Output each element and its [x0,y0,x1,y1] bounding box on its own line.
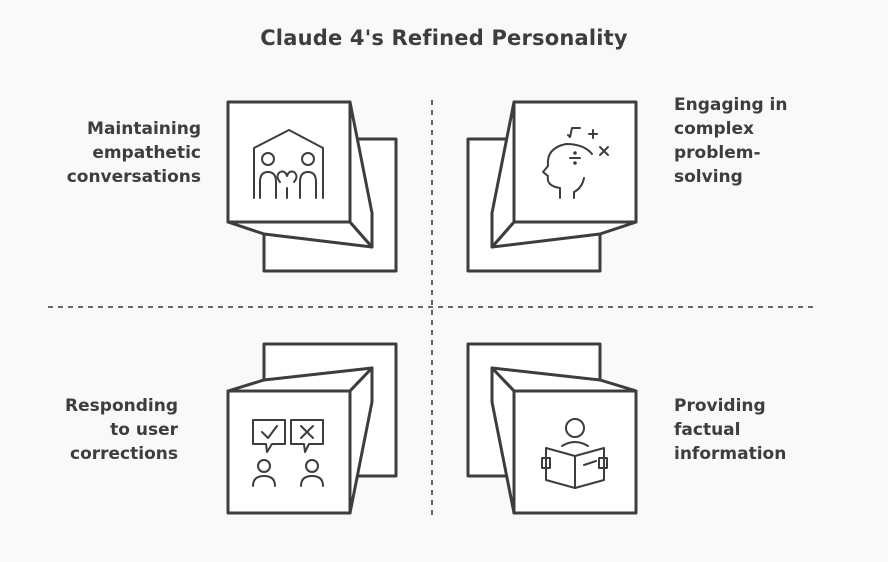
label-line: corrections [70,444,178,464]
label-line: solving [674,167,743,187]
label-user-corrections: Responding to user corrections [65,394,178,466]
box-top-right [466,100,638,273]
box-bottom-left [226,342,398,515]
label-line: conversations [66,167,201,187]
box-bottom-right [466,342,638,515]
label-line: empathetic [92,143,201,163]
label-line: Responding [65,396,178,416]
reader-book-icon [541,418,608,489]
chat-feedback-icon [252,419,324,487]
label-complex-problem-solving: Engaging in complex problem- solving [674,93,787,189]
label-line: to user [110,420,178,440]
label-empathetic-conversations: Maintaining empathetic conversations [67,117,201,189]
label-line: Maintaining [87,119,201,139]
label-line: Providing [674,396,766,416]
label-line: factual [674,420,741,440]
label-line: information [674,444,787,464]
label-line: complex [674,119,754,139]
box-top-left [226,100,398,273]
people-home-icon [253,129,324,199]
diagram-title: Claude 4's Refined Personality [260,26,628,50]
head-math-icon [542,127,609,199]
label-line: Engaging in [674,95,788,115]
label-line: problem- [674,143,761,163]
label-factual-information: Providing factual information [674,394,786,466]
